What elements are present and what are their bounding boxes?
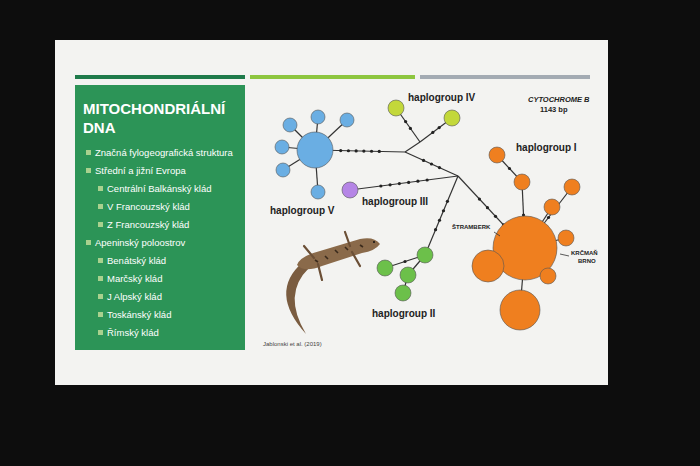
gene-note: CYTOCHROME B — [528, 95, 590, 104]
mutation-dot — [403, 260, 406, 263]
mutation-dot — [426, 178, 429, 181]
gene-note: 1143 bp — [540, 105, 568, 114]
slide-title: MITOCHONDRIÁLNÍ DNA — [83, 99, 237, 137]
mutation-dot — [438, 166, 441, 169]
lizard-spots — [315, 245, 363, 262]
accent-bar — [420, 75, 590, 79]
mutation-dot — [430, 162, 433, 165]
haplotype-circle — [311, 185, 325, 199]
bullet-item: Apeninský poloostrov — [95, 237, 237, 249]
bullet-item: Toskánský klád — [107, 309, 237, 321]
bullet-item: J Alpský klád — [107, 291, 237, 303]
source-caption: Jablonski et al. (2019) — [263, 341, 322, 347]
mutation-dot — [442, 209, 445, 212]
group-label: haplogroup III — [362, 196, 428, 207]
bullet-item: Značná fylogeografická struktura — [95, 147, 237, 159]
haplotype-circle — [500, 290, 540, 330]
haplotype-circle — [540, 268, 556, 284]
site-label: ŠTRAMBERK — [452, 224, 490, 230]
mutation-dot — [347, 149, 350, 152]
network-line — [405, 142, 420, 152]
mutation-dot — [446, 200, 449, 203]
mutation-dot — [404, 120, 407, 123]
haplotype-circle — [564, 179, 580, 195]
haplotype-circle — [544, 199, 560, 215]
network-line — [350, 176, 458, 190]
bullet-item: Marčský klád — [107, 273, 237, 285]
haplotype-circle — [377, 260, 393, 276]
mutation-dot — [379, 184, 382, 187]
slide-ground — [55, 40, 608, 385]
mutation-dot — [339, 149, 342, 152]
group-label: haplogroup V — [270, 205, 334, 216]
bullet-item: Římský klád — [107, 327, 237, 339]
group-label: haplogroup IV — [408, 92, 475, 103]
mutation-dot — [389, 183, 392, 186]
bullet-item: Centrální Balkánský klád — [107, 183, 237, 195]
mutation-dot — [407, 181, 410, 184]
haplotype-circle — [489, 147, 505, 163]
mutation-dot — [431, 131, 434, 134]
mutation-dot — [438, 126, 441, 129]
mutation-dot — [416, 180, 419, 183]
lizard-picture — [286, 232, 380, 334]
haplotype-circle — [283, 118, 297, 132]
leader-line — [494, 232, 500, 236]
network-line — [405, 152, 458, 176]
text-panel: MITOCHONDRIÁLNÍ DNA Značná fylogeografick… — [75, 85, 245, 350]
network-line — [425, 176, 458, 255]
mutation-dot — [486, 206, 489, 209]
lizard-eye — [373, 241, 375, 243]
accent-bar — [250, 75, 415, 79]
haplotype-circle — [472, 250, 504, 282]
haplotype-circle — [395, 285, 411, 301]
lizard-tail — [286, 262, 309, 334]
mutation-dot — [398, 182, 401, 185]
group-label: haplogroup II — [372, 308, 435, 319]
mutation-dot — [422, 159, 425, 162]
mutation-dot — [478, 197, 481, 200]
accent-bar — [75, 75, 245, 79]
mutation-dot — [508, 167, 511, 170]
mutation-dot — [438, 219, 441, 222]
mutation-dot — [362, 149, 365, 152]
bullet-item: Z Francouzský klád — [107, 219, 237, 231]
haplotype-circle — [444, 110, 460, 126]
haplotype-circle — [400, 267, 416, 283]
lizard-legs — [304, 232, 360, 280]
mutation-dot — [409, 127, 412, 130]
haplotype-circle — [558, 230, 574, 246]
mutation-dot — [547, 216, 550, 219]
haplotype-circle — [342, 182, 358, 198]
bullet-item: Střední a jižní Evropa — [95, 165, 237, 177]
site-label: BRNO — [578, 258, 596, 264]
leader-line — [560, 254, 569, 256]
haplotype-circle — [311, 110, 325, 124]
haplotype-circle — [514, 174, 530, 190]
haplotype-circle — [297, 132, 333, 168]
group-label: haplogroup I — [516, 142, 577, 153]
mutation-dot — [494, 215, 497, 218]
haplotype-circle — [275, 140, 289, 154]
haplotype-circle — [340, 113, 354, 127]
bullet-item: Benátský klád — [107, 255, 237, 267]
haplotype-circle — [388, 100, 404, 116]
haplotype-circle — [276, 163, 290, 177]
mutation-dot — [355, 149, 358, 152]
mutation-dot — [370, 150, 373, 153]
haplotype-circle — [417, 247, 433, 263]
bullet-item: V Francouzský klád — [107, 201, 237, 213]
mutation-dot — [434, 228, 437, 231]
site-label: KRČMAŇ — [571, 250, 598, 256]
mutation-dot — [378, 150, 381, 153]
